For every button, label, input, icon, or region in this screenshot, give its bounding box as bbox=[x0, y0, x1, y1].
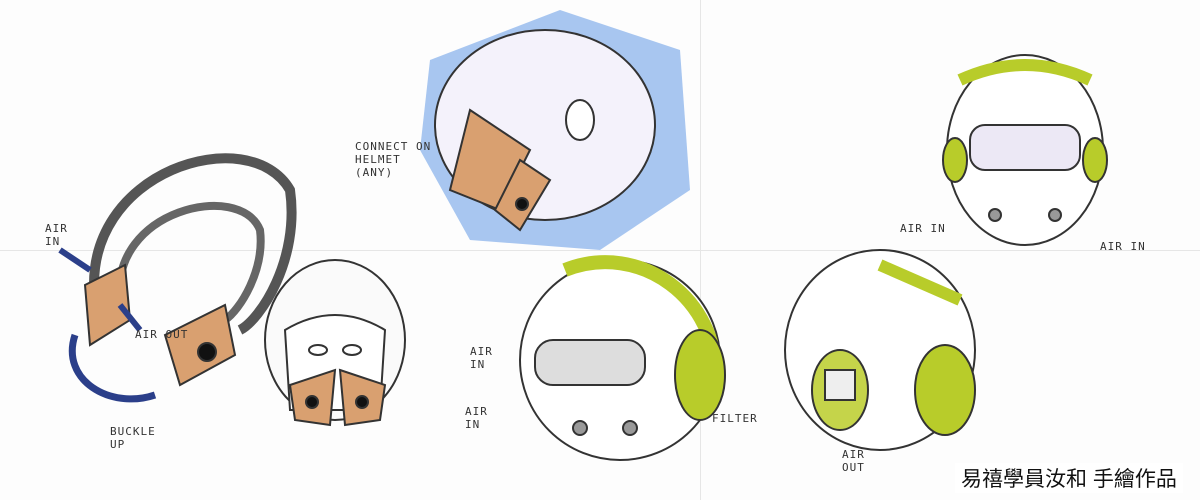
vented-helmet-sketch bbox=[942, 54, 1108, 246]
artist-caption: 易禧學員汝和 手繪作品 bbox=[955, 463, 1183, 493]
label-air-in: AIR IN bbox=[470, 345, 493, 371]
goggle-helmet-sketch bbox=[519, 255, 726, 461]
blue-helmet-sketch bbox=[420, 10, 690, 250]
label-air-in: AIR IN bbox=[900, 222, 946, 235]
paper-fold-line bbox=[0, 250, 1200, 251]
label-filter: FILTER bbox=[712, 412, 758, 425]
label-air-in: AIR IN bbox=[1100, 240, 1146, 253]
face-helmet-sketch bbox=[264, 259, 406, 427]
label-air-in: AIR IN bbox=[45, 222, 68, 248]
strap-sketch bbox=[58, 153, 297, 403]
filter-helmet-sketch bbox=[784, 249, 976, 451]
label-air-out: AIR OUT bbox=[135, 328, 189, 341]
label-air-in: AIR IN bbox=[465, 405, 488, 431]
label-air-out: AIR OUT bbox=[842, 448, 865, 474]
label-buckle-up: BUCKLE UP bbox=[110, 425, 156, 451]
label-connect-on-helmet: CONNECT ON HELMET (ANY) bbox=[355, 140, 432, 179]
